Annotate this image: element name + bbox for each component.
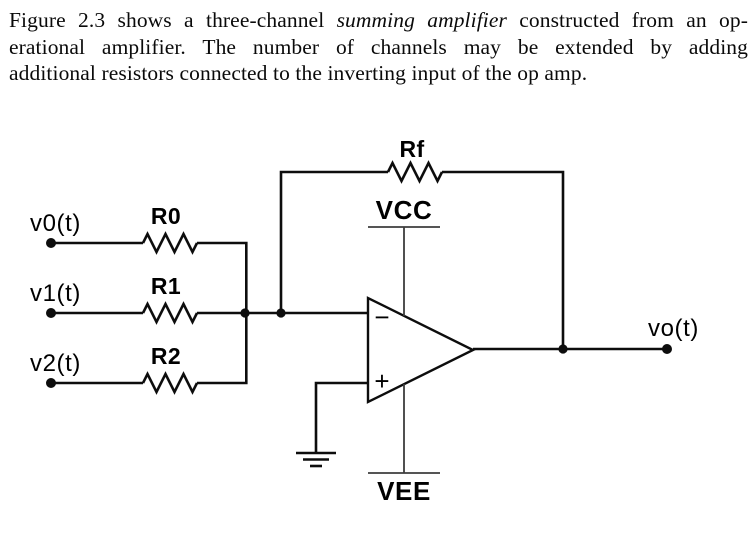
wire-noninverting-to-ground	[314, 381, 368, 452]
input-label-v0: v0(t)	[30, 210, 81, 237]
resistor-r2	[141, 371, 199, 395]
output-terminal-dot	[662, 344, 672, 354]
input-label-v1: v1(t)	[30, 280, 81, 307]
resistor-r1	[141, 301, 199, 325]
resistor-r0	[141, 231, 199, 255]
resistor-label-r1: R1	[151, 273, 181, 299]
opamp-triangle	[366, 296, 476, 404]
paragraph-line-1: Figure 2.3 shows a three-channel summing…	[9, 7, 748, 34]
paragraph-line-3: additional resistors connected to the in…	[9, 61, 588, 85]
italic-term: summing amplifier	[336, 8, 507, 32]
output-label: vo(t)	[648, 315, 699, 342]
opamp-noninverting-sign: +	[374, 366, 389, 396]
resistor-rf	[386, 160, 444, 184]
vee-label: VEE	[377, 476, 431, 506]
paragraph-text: Figure 2.3 shows a three-channel	[9, 8, 337, 32]
paragraph-text: constructed from an op-	[506, 8, 748, 32]
vcc-label: VCC	[376, 195, 433, 225]
wire-r0-to-bus	[197, 241, 248, 313]
input-label-v2: v2(t)	[30, 350, 81, 377]
paragraph-line-2: erational amplifier. The number of chann…	[9, 34, 748, 59]
resistor-label-rf: Rf	[399, 136, 424, 162]
wire-r2-to-bus	[197, 313, 248, 385]
feedback-wire-right	[442, 170, 565, 349]
ground-symbol	[296, 451, 336, 468]
resistor-label-r0: R0	[151, 203, 181, 229]
intro-paragraph: Figure 2.3 shows a three-channel summing…	[9, 7, 748, 87]
feedback-wire-left	[279, 170, 388, 313]
summing-junction-dot	[240, 308, 250, 318]
output-feedback-node-dot	[558, 344, 568, 354]
resistor-label-r2: R2	[151, 343, 181, 369]
opamp-inverting-sign: −	[374, 302, 389, 332]
